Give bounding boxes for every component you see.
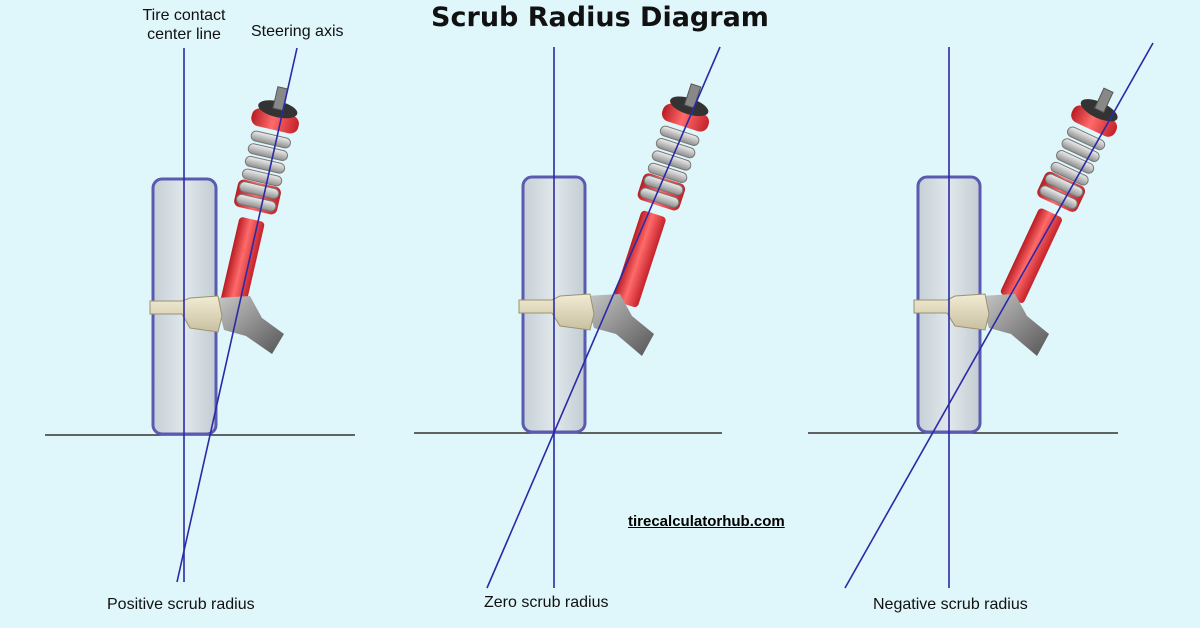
website-link[interactable]: tirecalculatorhub.com bbox=[628, 513, 785, 530]
steering-axis-line bbox=[486, 46, 721, 589]
suspension-strut bbox=[219, 86, 299, 315]
panel-positive bbox=[45, 47, 355, 583]
panel-zero bbox=[414, 46, 722, 589]
panel-negative bbox=[808, 42, 1154, 589]
wheel-hub bbox=[518, 293, 595, 331]
caption-zero-scrub-radius: Zero scrub radius bbox=[484, 594, 609, 611]
tire-contact-label: Tire contact center line bbox=[127, 6, 241, 44]
tire-contact-label-line-1: Tire contact bbox=[142, 7, 226, 24]
steering-axis-line bbox=[844, 42, 1154, 589]
steering-knuckle bbox=[216, 296, 284, 354]
suspension-strut bbox=[613, 83, 710, 308]
caption-positive-scrub-radius: Positive scrub radius bbox=[107, 596, 255, 613]
steering-knuckle bbox=[980, 294, 1049, 356]
wheel-hub bbox=[913, 293, 990, 331]
caption-negative-scrub-radius: Negative scrub radius bbox=[873, 596, 1028, 613]
steering-axis-label: Steering axis bbox=[251, 23, 344, 40]
suspension-strut bbox=[1000, 87, 1118, 303]
wheel-hub bbox=[149, 295, 223, 333]
diagram-title: Scrub Radius Diagram bbox=[431, 2, 769, 33]
steering-axis-line bbox=[176, 47, 298, 583]
steering-knuckle bbox=[585, 294, 654, 356]
tire-contact-label-line-2: center line bbox=[147, 26, 221, 43]
